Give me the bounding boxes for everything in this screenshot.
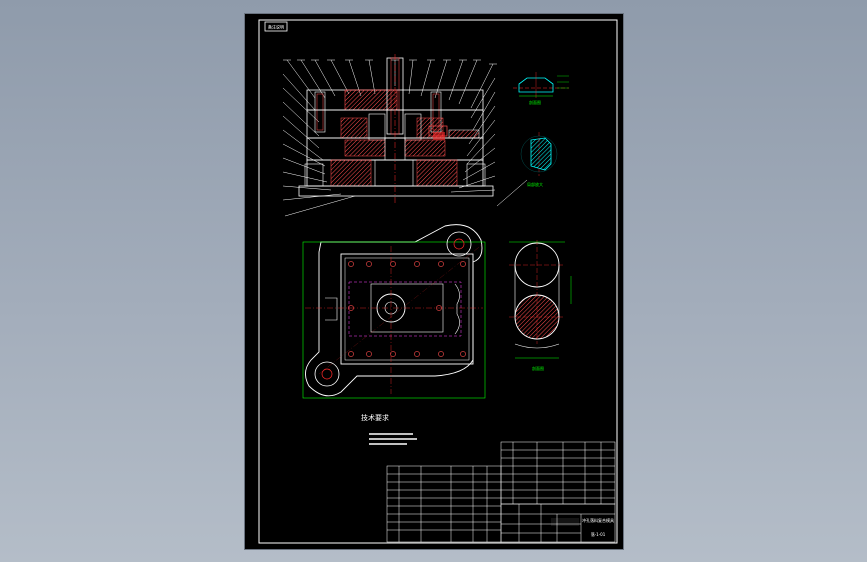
enlarged-detail-label: 局部放大 — [527, 181, 543, 187]
plan-view — [302, 224, 486, 399]
title-block-main — [500, 503, 616, 543]
bom-lower-rows — [387, 466, 501, 542]
die-set-outline — [305, 224, 483, 397]
bom-lower — [386, 465, 502, 543]
drawing-sheet: 备注说明 — [244, 13, 624, 550]
drawing-number: 落-1-01 — [591, 531, 606, 537]
bom-upper-rows — [501, 442, 615, 504]
plan-dimension-frame — [302, 241, 486, 399]
frame-tag-label: 备注说明 — [268, 24, 284, 30]
blank-section-view: 剖面图 — [509, 240, 572, 371]
drawing-frame — [258, 19, 618, 544]
die-base — [298, 185, 494, 197]
enlarged-detail: 局部放大 — [496, 132, 558, 207]
part-detail-top: 剖面图 — [513, 72, 569, 105]
part-detail-label: 剖面图 — [529, 99, 541, 105]
tech-requirements-text — [369, 433, 417, 445]
section-view — [282, 54, 497, 217]
tech-requirements: 技术要求 — [361, 413, 417, 445]
bom-upper — [500, 441, 616, 505]
frame-tag: 备注说明 — [264, 21, 288, 32]
guide-post-bottom — [314, 361, 340, 387]
hidden-outline — [348, 281, 462, 337]
blank-label: 剖面图 — [532, 365, 544, 371]
screw-holes — [348, 261, 466, 357]
guide-post-top — [446, 231, 472, 257]
drawing-name: 冲孔落料复合模具 — [582, 517, 614, 523]
cad-drawing: 备注说明 — [258, 19, 618, 544]
tech-requirements-title: 技术要求 — [361, 413, 389, 422]
title-block — [386, 441, 616, 543]
plan-die-plate — [340, 253, 474, 365]
